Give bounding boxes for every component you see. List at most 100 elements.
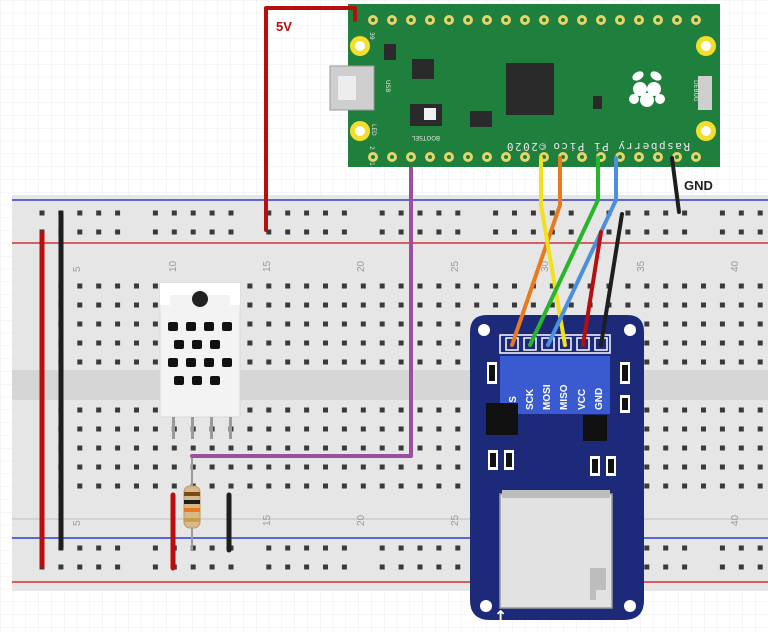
breadboard-hole	[417, 445, 423, 451]
breadboard-hole	[455, 464, 461, 470]
breadboard-hole	[436, 426, 442, 432]
breadboard-hole	[134, 464, 139, 470]
breadboard-hole	[719, 464, 725, 470]
breadboard-hole	[304, 359, 310, 365]
breadboard-hole	[115, 359, 121, 365]
breadboard-hole	[247, 407, 253, 413]
col-num-20-bottom: 20	[356, 514, 367, 526]
breadboard: 5 10 15 20 25 30 35 40 5 15 20 25 40	[12, 195, 768, 591]
breadboard-hole	[341, 283, 347, 289]
breadboard-hole	[417, 464, 423, 470]
breadboard-hole	[757, 445, 763, 451]
breadboard-hole	[738, 407, 744, 413]
breadboard-center-channel	[12, 370, 768, 400]
breadboard-hole	[304, 283, 310, 289]
breadboard-hole	[152, 426, 158, 432]
breadboard-hole	[738, 464, 744, 470]
pin-2-label: 2	[368, 146, 375, 150]
breadboard-hole	[455, 483, 461, 489]
breadboard-hole	[285, 302, 291, 308]
breadboard-hole	[682, 464, 688, 470]
breadboard-hole	[644, 483, 650, 489]
breadboard-hole	[341, 229, 347, 235]
breadboard-hole	[341, 445, 347, 451]
breadboard-hole	[96, 340, 102, 346]
breadboard-hole	[304, 483, 310, 489]
breadboard-hole	[587, 283, 593, 289]
breadboard-hole	[719, 483, 725, 489]
breadboard-hole	[701, 321, 706, 327]
breadboard-hole	[152, 340, 158, 346]
resistor-band-4	[184, 518, 200, 522]
breadboard-hole	[247, 283, 253, 289]
breadboard-hole	[436, 321, 442, 327]
breadboard-hole	[323, 407, 328, 413]
breadboard-hole	[398, 464, 404, 470]
breadboard-hole	[738, 545, 744, 551]
breadboard-hole	[663, 321, 669, 327]
breadboard-hole	[701, 302, 706, 308]
breadboard-hole	[738, 321, 744, 327]
breadboard-hole	[247, 359, 253, 365]
breadboard-hole	[738, 564, 744, 570]
breadboard-hole	[379, 359, 385, 365]
breadboard-hole	[96, 302, 102, 308]
breadboard-hole	[549, 302, 555, 308]
debug-label: DEBUG	[692, 80, 699, 102]
breadboard-hole	[152, 564, 158, 570]
breadboard-hole	[530, 302, 536, 308]
col-num-5-bottom: 5	[72, 520, 83, 526]
breadboard-hole	[152, 445, 158, 451]
black-sd-gnd-wire	[599, 212, 624, 347]
breadboard-hole	[417, 483, 423, 489]
breadboard-hole	[436, 302, 442, 308]
breadboard-hole	[285, 283, 291, 289]
breadboard-hole	[171, 464, 177, 470]
breadboard-hole	[682, 210, 688, 216]
breadboard-hole	[379, 483, 385, 489]
insert-direction-arrow-icon: ↑	[494, 607, 507, 626]
breadboard-hole	[171, 229, 177, 235]
breadboard-hole	[266, 229, 272, 235]
breadboard-hole	[323, 545, 328, 551]
breadboard-hole	[341, 426, 347, 432]
breadboard-hole	[341, 359, 347, 365]
raspberry-logo-icon	[629, 71, 665, 107]
breadboard-hole	[663, 464, 669, 470]
breadboard-hole	[455, 545, 461, 551]
breadboard-hole	[77, 426, 83, 432]
breadboard-hole	[96, 229, 102, 235]
debug-header	[698, 76, 712, 110]
breadboard-hole	[247, 321, 253, 327]
breadboard-hole	[134, 321, 139, 327]
breadboard-hole	[77, 229, 83, 235]
breadboard-hole	[190, 210, 196, 216]
sensor-leg-2	[191, 417, 194, 439]
regulator-chip	[412, 59, 434, 79]
breadboard-hole	[323, 483, 328, 489]
breadboard-hole	[152, 407, 158, 413]
breadboard-hole	[77, 445, 83, 451]
breadboard-hole	[701, 340, 706, 346]
breadboard-hole	[757, 302, 763, 308]
breadboard-hole	[134, 445, 139, 451]
breadboard-hole	[398, 210, 404, 216]
breadboard-hole	[209, 545, 215, 551]
sensor-vent-slot	[210, 376, 220, 385]
breadboard-hole	[663, 426, 669, 432]
breadboard-hole	[379, 321, 385, 327]
breadboard-hole	[323, 321, 328, 327]
breadboard-hole	[323, 210, 328, 216]
breadboard-hole	[436, 407, 442, 413]
breadboard-hole	[96, 426, 102, 432]
breadboard-hole	[304, 321, 310, 327]
breadboard-hole	[682, 229, 688, 235]
breadboard-hole	[719, 407, 725, 413]
breadboard-hole	[644, 321, 650, 327]
green-sck-wire	[528, 156, 600, 347]
breadboard-hole	[228, 464, 234, 470]
breadboard-hole	[644, 564, 650, 570]
breadboard-hole	[341, 545, 347, 551]
breadboard-hole	[719, 229, 725, 235]
breadboard-hole	[323, 445, 328, 451]
